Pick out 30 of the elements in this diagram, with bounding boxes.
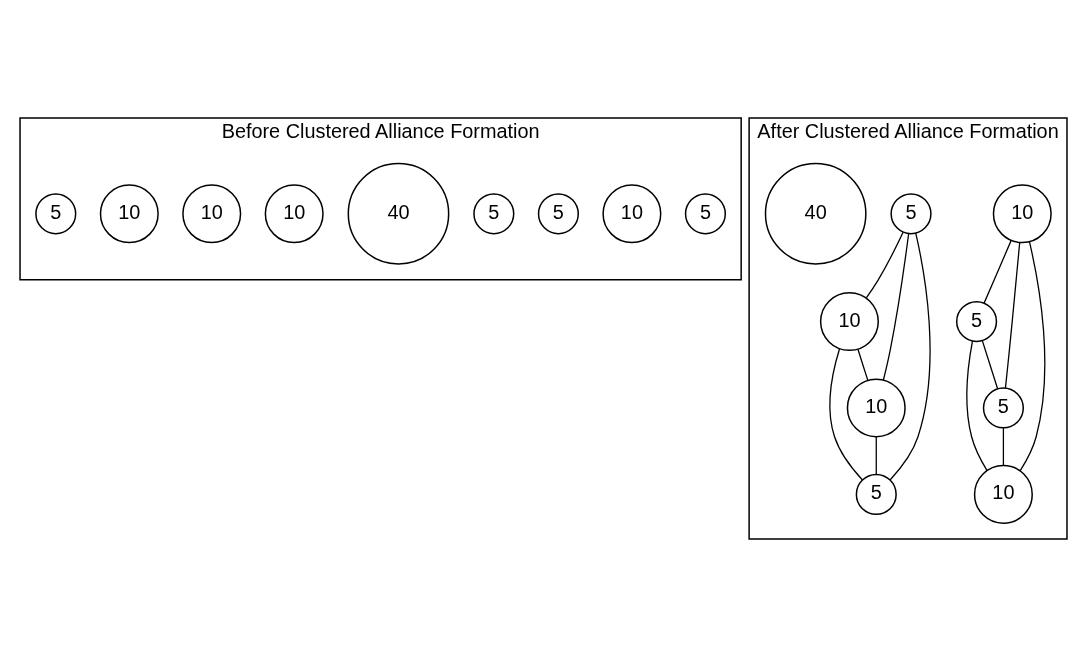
connector: [966, 339, 988, 471]
node-circle: 10: [602, 183, 662, 243]
connector: [882, 232, 910, 381]
node-circle: 5: [855, 473, 897, 515]
node-circle: 5: [684, 192, 726, 234]
node-circle: 5: [955, 300, 998, 342]
node-circle: 40: [764, 162, 867, 265]
node-circle: 5: [982, 386, 1024, 429]
connector: [857, 348, 869, 381]
connector: [889, 232, 931, 481]
connector: [829, 347, 864, 481]
node-circle: 10: [973, 464, 1033, 524]
node-circle: 10: [992, 183, 1052, 243]
node-circle: 40: [347, 162, 450, 265]
node-circle: 5: [537, 192, 579, 234]
connector: [875, 435, 877, 475]
connector: [983, 239, 1012, 304]
connector: [865, 231, 904, 298]
node-circle: 10: [182, 183, 242, 243]
connector: [981, 339, 999, 389]
connector: [1004, 241, 1021, 389]
node-circle: 10: [846, 377, 906, 437]
connector: [1002, 426, 1005, 466]
connector: [1019, 240, 1046, 471]
node-circle: 5: [890, 192, 932, 234]
node-circle: 10: [264, 183, 324, 243]
node-circle: 10: [99, 183, 159, 243]
node-circle: 5: [473, 192, 515, 234]
node-circle: 5: [35, 192, 77, 234]
node-circle: 10: [819, 291, 879, 351]
